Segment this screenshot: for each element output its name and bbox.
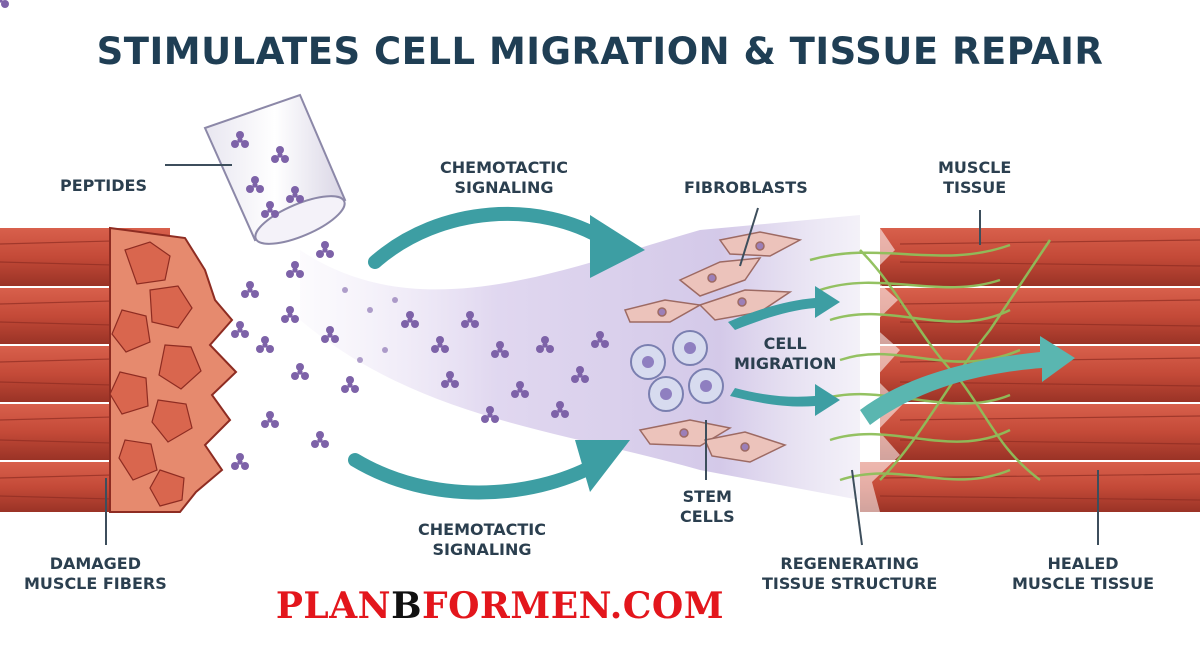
brand-part-formen: FORMEN.COM: [422, 585, 725, 627]
diagram-title: STIMULATES CELL MIGRATION & TISSUE REPAI…: [96, 30, 1104, 73]
cell-migration-arrows: [728, 286, 1075, 425]
fibroblast-cells: [623, 231, 803, 463]
peptide-tube: [203, 93, 347, 245]
label-regenerating-tissue: REGENERATING TISSUE STRUCTURE: [762, 554, 938, 593]
label-healed-muscle-tissue: HEALED MUSCLE TISSUE: [1012, 554, 1154, 593]
chemotactic-arrow-bottom: [348, 453, 602, 500]
label-chemotactic-top: CHEMOTACTIC SIGNALING: [440, 158, 568, 197]
label-damaged-muscle-fibers: DAMAGED MUSCLE FIBERS: [24, 554, 167, 593]
chemotactic-arrow-top: [368, 206, 612, 269]
stem-cells: [630, 330, 724, 412]
chemotactic-arrowhead-top: [590, 215, 645, 278]
label-stem-cells: STEM CELLS: [680, 487, 735, 526]
label-muscle-tissue: MUSCLE TISSUE: [938, 158, 1012, 197]
label-cell-migration: CELL MIGRATION: [734, 334, 837, 373]
leader-lines: [105, 164, 1099, 546]
label-peptides: PEPTIDES: [60, 176, 147, 195]
damaged-muscle-fibers: [0, 226, 238, 513]
chemotactic-arrowhead-bottom: [575, 440, 630, 492]
peptide-molecules: [0, 0, 609, 470]
brand-part-b: B: [391, 585, 423, 627]
label-chemotactic-bottom: CHEMOTACTIC SIGNALING: [418, 520, 546, 559]
label-fibroblasts: FIBROBLASTS: [684, 178, 808, 197]
brand-watermark: PLANBFORMEN.COM: [0, 585, 1000, 627]
brand-part-plan: PLAN: [275, 585, 392, 627]
